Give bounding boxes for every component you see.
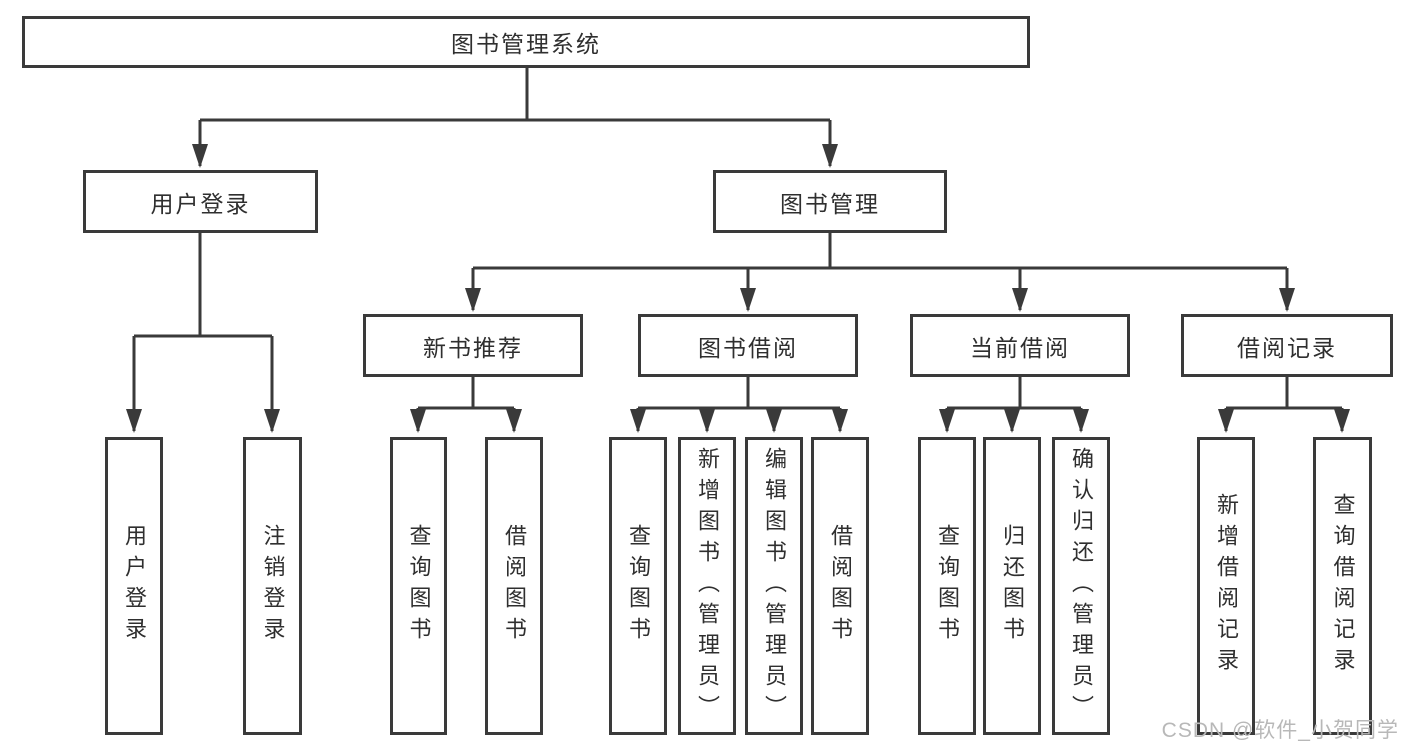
leaf-query-books-borrowing-label: 查询图书 (626, 524, 651, 648)
node-book-management: 图书管理 (713, 170, 947, 233)
node-book-borrowing-label: 图书借阅 (698, 334, 798, 361)
node-current-borrowing: 当前借阅 (910, 314, 1130, 377)
leaf-logout: 注销登录 (243, 437, 302, 735)
node-new-book-recommendation-label: 新书推荐 (423, 334, 523, 361)
node-user-login-label: 用户登录 (150, 190, 251, 217)
leaf-query-borrow-record: 查询借阅记录 (1313, 437, 1372, 735)
leaf-return-books-label: 归还图书 (1000, 524, 1025, 648)
leaf-add-borrow-record: 新增借阅记录 (1197, 437, 1255, 735)
leaf-query-books-recommend-label: 查询图书 (406, 524, 432, 648)
leaf-query-borrow-record-label: 查询借阅记录 (1330, 493, 1356, 679)
node-book-borrowing: 图书借阅 (638, 314, 858, 377)
leaf-query-books-borrowing: 查询图书 (609, 437, 667, 735)
leaf-confirm-return-admin: 确认归还（管理员） (1052, 437, 1110, 735)
leaf-add-books-admin-label: 新增图书（管理员） (695, 446, 720, 726)
leaf-query-books-recommend: 查询图书 (390, 437, 447, 735)
leaf-add-books-admin: 新增图书（管理员） (678, 437, 736, 735)
leaf-borrow-books-recommend: 借阅图书 (485, 437, 543, 735)
node-current-borrowing-label: 当前借阅 (970, 334, 1070, 361)
leaf-query-books-current-label: 查询图书 (935, 524, 960, 648)
leaf-add-borrow-record-label: 新增借阅记录 (1214, 493, 1239, 679)
leaf-borrow-books-recommend-label: 借阅图书 (502, 524, 527, 648)
watermark: CSDN @软件_小贺同学 (1161, 719, 1399, 742)
node-user-login: 用户登录 (83, 170, 318, 233)
node-new-book-recommendation: 新书推荐 (363, 314, 583, 377)
leaf-return-books: 归还图书 (983, 437, 1041, 735)
node-root: 图书管理系统 (22, 16, 1030, 68)
leaf-edit-books-admin: 编辑图书（管理员） (745, 437, 803, 735)
leaf-query-books-current: 查询图书 (918, 437, 976, 735)
leaf-user-login: 用户登录 (105, 437, 163, 735)
node-borrowing-records-label: 借阅记录 (1237, 334, 1337, 361)
node-borrowing-records: 借阅记录 (1181, 314, 1393, 377)
leaf-borrow-books: 借阅图书 (811, 437, 869, 735)
leaf-logout-label: 注销登录 (260, 524, 286, 648)
node-book-management-label: 图书管理 (780, 190, 880, 217)
node-root-label: 图书管理系统 (451, 31, 601, 57)
leaf-edit-books-admin-label: 编辑图书（管理员） (762, 446, 787, 726)
leaf-borrow-books-label: 借阅图书 (828, 524, 853, 648)
leaf-confirm-return-admin-label: 确认归还（管理员） (1069, 446, 1094, 726)
leaf-user-login-label: 用户登录 (122, 524, 147, 648)
